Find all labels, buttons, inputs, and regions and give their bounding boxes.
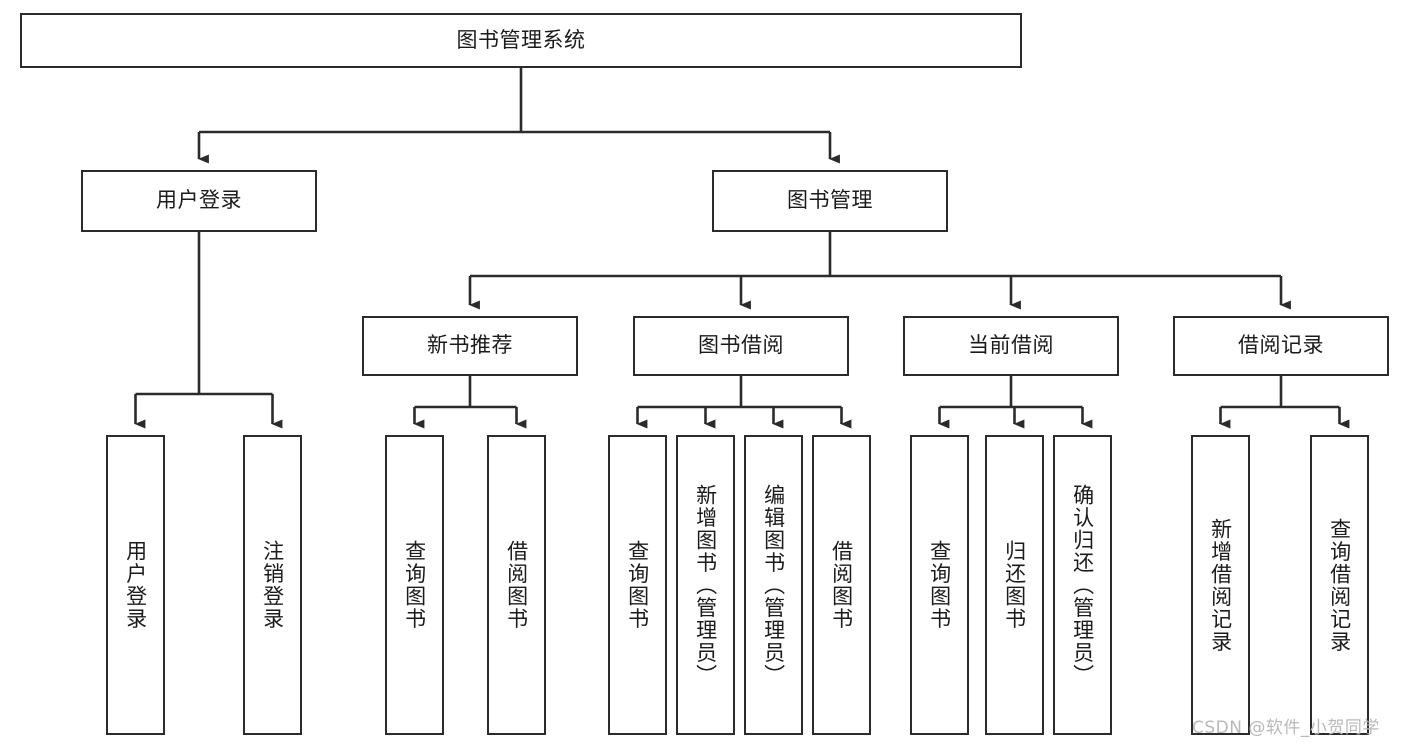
node-label: 借阅图书 [504, 540, 529, 630]
node-new-book-rec[interactable]: 新书推荐 [362, 316, 578, 376]
node-leaf-query-book-1[interactable]: 查询图书 [385, 435, 444, 735]
node-leaf-add-record[interactable]: 新增借阅记录 [1191, 435, 1250, 735]
node-label: 图书管理系统 [456, 27, 586, 52]
node-label: 编辑图书（管理员） [761, 483, 786, 687]
node-book-manage[interactable]: 图书管理 [712, 170, 948, 232]
node-label: 注销登录 [260, 540, 285, 630]
node-label: 查询图书 [625, 540, 650, 630]
node-leaf-borrow-book-2[interactable]: 借阅图书 [812, 435, 871, 735]
node-label: 新增借阅记录 [1208, 517, 1233, 653]
node-label: 查询图书 [927, 540, 952, 630]
node-leaf-edit-book[interactable]: 编辑图书（管理员） [744, 435, 803, 735]
node-label: 图书借阅 [698, 333, 784, 358]
node-label: 当前借阅 [968, 333, 1054, 358]
node-leaf-user-login[interactable]: 用户登录 [106, 435, 165, 735]
node-label: 确认归还（管理员） [1070, 483, 1095, 687]
node-leaf-add-book[interactable]: 新增图书（管理员） [676, 435, 735, 735]
node-leaf-query-book-2[interactable]: 查询图书 [608, 435, 667, 735]
node-label: 借阅记录 [1238, 333, 1324, 358]
node-leaf-return-book[interactable]: 归还图书 [985, 435, 1044, 735]
node-leaf-query-record[interactable]: 查询借阅记录 [1310, 435, 1369, 735]
node-label: 用户登录 [123, 540, 148, 630]
node-label: 新书推荐 [427, 333, 513, 358]
node-book-borrow[interactable]: 图书借阅 [633, 316, 849, 376]
node-user-login[interactable]: 用户登录 [81, 170, 317, 232]
node-label: 查询借阅记录 [1327, 517, 1352, 653]
node-label: 用户登录 [156, 188, 242, 213]
node-label: 查询图书 [402, 540, 427, 630]
node-current-borrow[interactable]: 当前借阅 [903, 316, 1119, 376]
node-label: 图书管理 [787, 188, 873, 213]
node-borrow-record[interactable]: 借阅记录 [1173, 316, 1389, 376]
node-leaf-confirm-return[interactable]: 确认归还（管理员） [1053, 435, 1112, 735]
node-label: 归还图书 [1002, 540, 1027, 630]
node-label: 借阅图书 [829, 540, 854, 630]
node-leaf-logout[interactable]: 注销登录 [243, 435, 302, 735]
node-label: 新增图书（管理员） [693, 483, 718, 687]
node-leaf-borrow-book-1[interactable]: 借阅图书 [487, 435, 546, 735]
node-root[interactable]: 图书管理系统 [20, 13, 1022, 68]
node-leaf-query-book-3[interactable]: 查询图书 [910, 435, 969, 735]
